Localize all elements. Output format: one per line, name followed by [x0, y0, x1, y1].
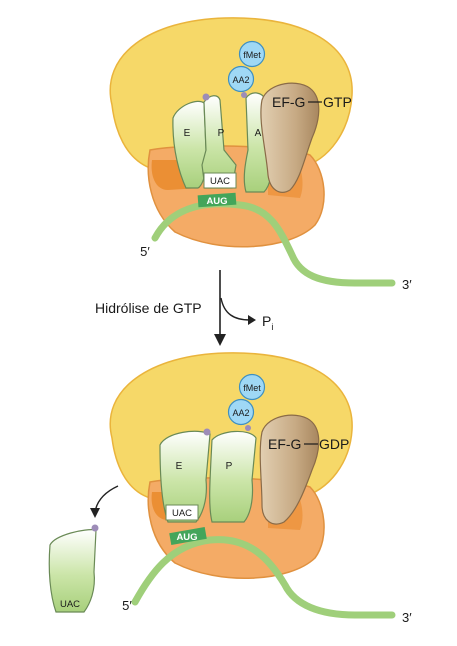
amino-acid-aa2 — [227, 65, 255, 93]
released-trna-group: UAC — [48, 485, 119, 613]
side-product-arrow-head — [248, 315, 256, 325]
amino-acid-fmet-label: fMet — [243, 50, 261, 60]
mrna-3-prime-label: 3′ — [402, 277, 412, 292]
amino-acid-aa2-label-bottom: AA2 — [232, 408, 249, 418]
reaction-label: Hidrólise de GTP — [95, 300, 202, 316]
amino-acid-aa2-label: AA2 — [232, 75, 249, 85]
trna-p-label: P — [218, 128, 225, 139]
ef-g-label: EF-G — [272, 94, 305, 110]
trna-p-site-bottom — [209, 430, 257, 523]
amino-acid-fmet-label-bottom: fMet — [243, 383, 261, 393]
trna-a-label: A — [255, 128, 262, 139]
top-ribosome: AUG 5′ 3′ E P UAC A EF-G GTP fMet AA2 — [109, 17, 412, 292]
released-trna-tip — [91, 524, 99, 532]
ef-g-factor-bottom — [259, 414, 320, 525]
anticodon-label: UAC — [210, 176, 230, 187]
reaction-step: Hidrólise de GTP Pi — [95, 270, 273, 346]
nucleotide-label: GTP — [323, 94, 352, 110]
nucleotide-label-bottom: GDP — [319, 436, 349, 452]
mrna-strand-bottom — [131, 536, 396, 619]
trna-e-tip-bottom — [203, 428, 211, 436]
anticodon-box-bottom — [165, 504, 199, 521]
trna-e-label-bottom: E — [176, 461, 183, 472]
product-label: Pi — [262, 313, 273, 332]
amino-acid-fmet-bottom — [238, 373, 266, 401]
codon-label: AUG — [206, 196, 227, 207]
codon-box — [197, 192, 237, 208]
ef-g-factor — [260, 82, 320, 193]
release-arrow-head — [90, 508, 100, 518]
reaction-arrow-head — [214, 334, 226, 346]
side-product-arrow — [220, 297, 251, 321]
bottom-ribosome: AUG 5′ 3′ E UAC P EF-G GDP fMet AA2 — [109, 352, 412, 625]
mrna-5-prime-label-bottom: 5′ — [122, 598, 132, 613]
mrna-strand — [151, 200, 396, 287]
released-trna-anticodon-label: UAC — [60, 599, 80, 610]
anticodon-box — [203, 172, 237, 189]
trna-e-site-bottom — [159, 430, 211, 523]
amino-acid-linker-bottom — [245, 425, 251, 431]
amino-acid-fmet — [238, 40, 266, 68]
mrna-3-prime-label-bottom: 3′ — [402, 610, 412, 625]
product-subscript: i — [271, 322, 273, 332]
trna-p-label-bottom: P — [226, 461, 233, 472]
trna-e-label: E — [184, 128, 191, 139]
released-trna — [48, 529, 97, 613]
amino-acid-aa2-bottom — [227, 398, 255, 426]
ef-g-label-bottom: EF-G — [268, 436, 301, 452]
trna-p-tip — [202, 93, 210, 101]
mrna-5-prime-label: 5′ — [140, 244, 150, 259]
amino-acid-linker — [241, 92, 247, 98]
codon-label-bottom: AUG — [176, 532, 197, 543]
anticodon-label-bottom: UAC — [172, 508, 192, 519]
codon-box-bottom — [169, 526, 207, 546]
